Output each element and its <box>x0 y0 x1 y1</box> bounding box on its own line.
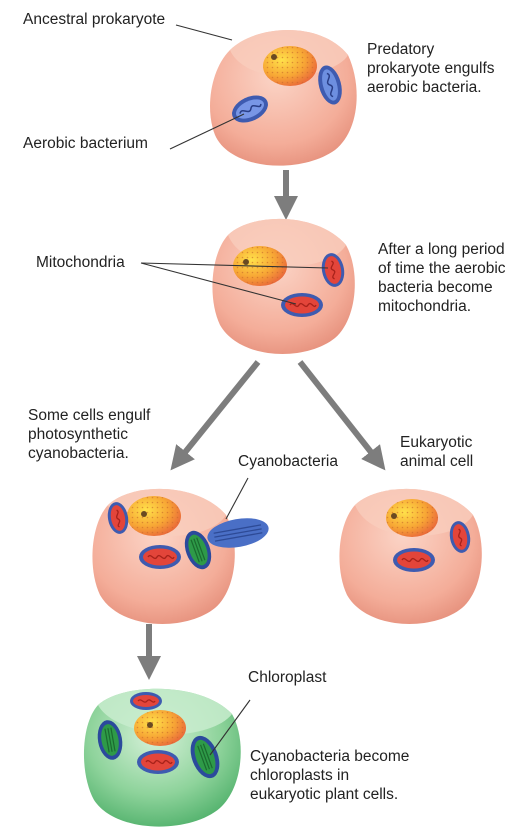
ancestral-prokaryote-cell <box>210 30 357 166</box>
mitochondrion-3b <box>139 545 181 569</box>
leader-aerobic <box>169 113 245 150</box>
mitochondrion-2a <box>321 253 345 287</box>
label-mitochondria: Mitochondria <box>36 254 125 271</box>
leader-chloro <box>209 699 251 756</box>
nucleus-3 <box>127 496 181 536</box>
cyanobacteria-engulfing-cell <box>92 488 269 624</box>
leader-cyano <box>225 477 249 520</box>
mitochondria-stage-cell <box>212 218 355 354</box>
label-aerobic-bacterium: Aerobic bacterium <box>23 135 148 152</box>
chloroplast-5b <box>190 735 220 779</box>
nucleus-1 <box>263 46 317 86</box>
mitochondrion-2b <box>281 293 323 317</box>
mitochondrion-4b <box>393 548 435 572</box>
mitochondrion-5a <box>130 692 162 710</box>
label-predatory: Predatory prokaryote engulfs aerobic bac… <box>367 41 495 96</box>
label-chloroplast: Chloroplast <box>248 669 327 686</box>
label-some-cells: Some cells engulf photosynthetic cyanoba… <box>28 407 151 462</box>
leader-ancestral <box>175 24 233 41</box>
cyanobacterium-engulfed <box>184 530 212 570</box>
eukaryotic-animal-cell <box>339 488 482 624</box>
leader-lines <box>140 24 329 756</box>
eukaryotic-plant-cell <box>83 688 241 827</box>
arrow-right <box>297 360 386 471</box>
label-after-long-period: After a long period of time the aerobic … <box>378 241 506 315</box>
mitochondrion-5b <box>137 750 179 774</box>
aerobic-bacterium-free <box>318 65 342 105</box>
mitochondrion-3a <box>107 502 129 534</box>
nucleus-5 <box>134 710 186 746</box>
leader-mito-a <box>140 262 329 269</box>
label-eukaryotic-animal: Eukaryotic animal cell <box>400 434 474 470</box>
label-cyanobacteria: Cyanobacteria <box>238 453 338 470</box>
leader-mito-b <box>140 262 297 305</box>
cyanobacterium-free <box>207 518 269 548</box>
chloroplast-5a <box>97 720 123 760</box>
label-ancestral-prokaryote: Ancestral prokaryote <box>23 11 166 28</box>
nucleus-4 <box>386 499 438 537</box>
label-cyano-become: Cyanobacteria become chloroplasts in euk… <box>250 748 410 803</box>
mitochondrion-4a <box>449 521 471 553</box>
arrow-left <box>170 360 261 471</box>
